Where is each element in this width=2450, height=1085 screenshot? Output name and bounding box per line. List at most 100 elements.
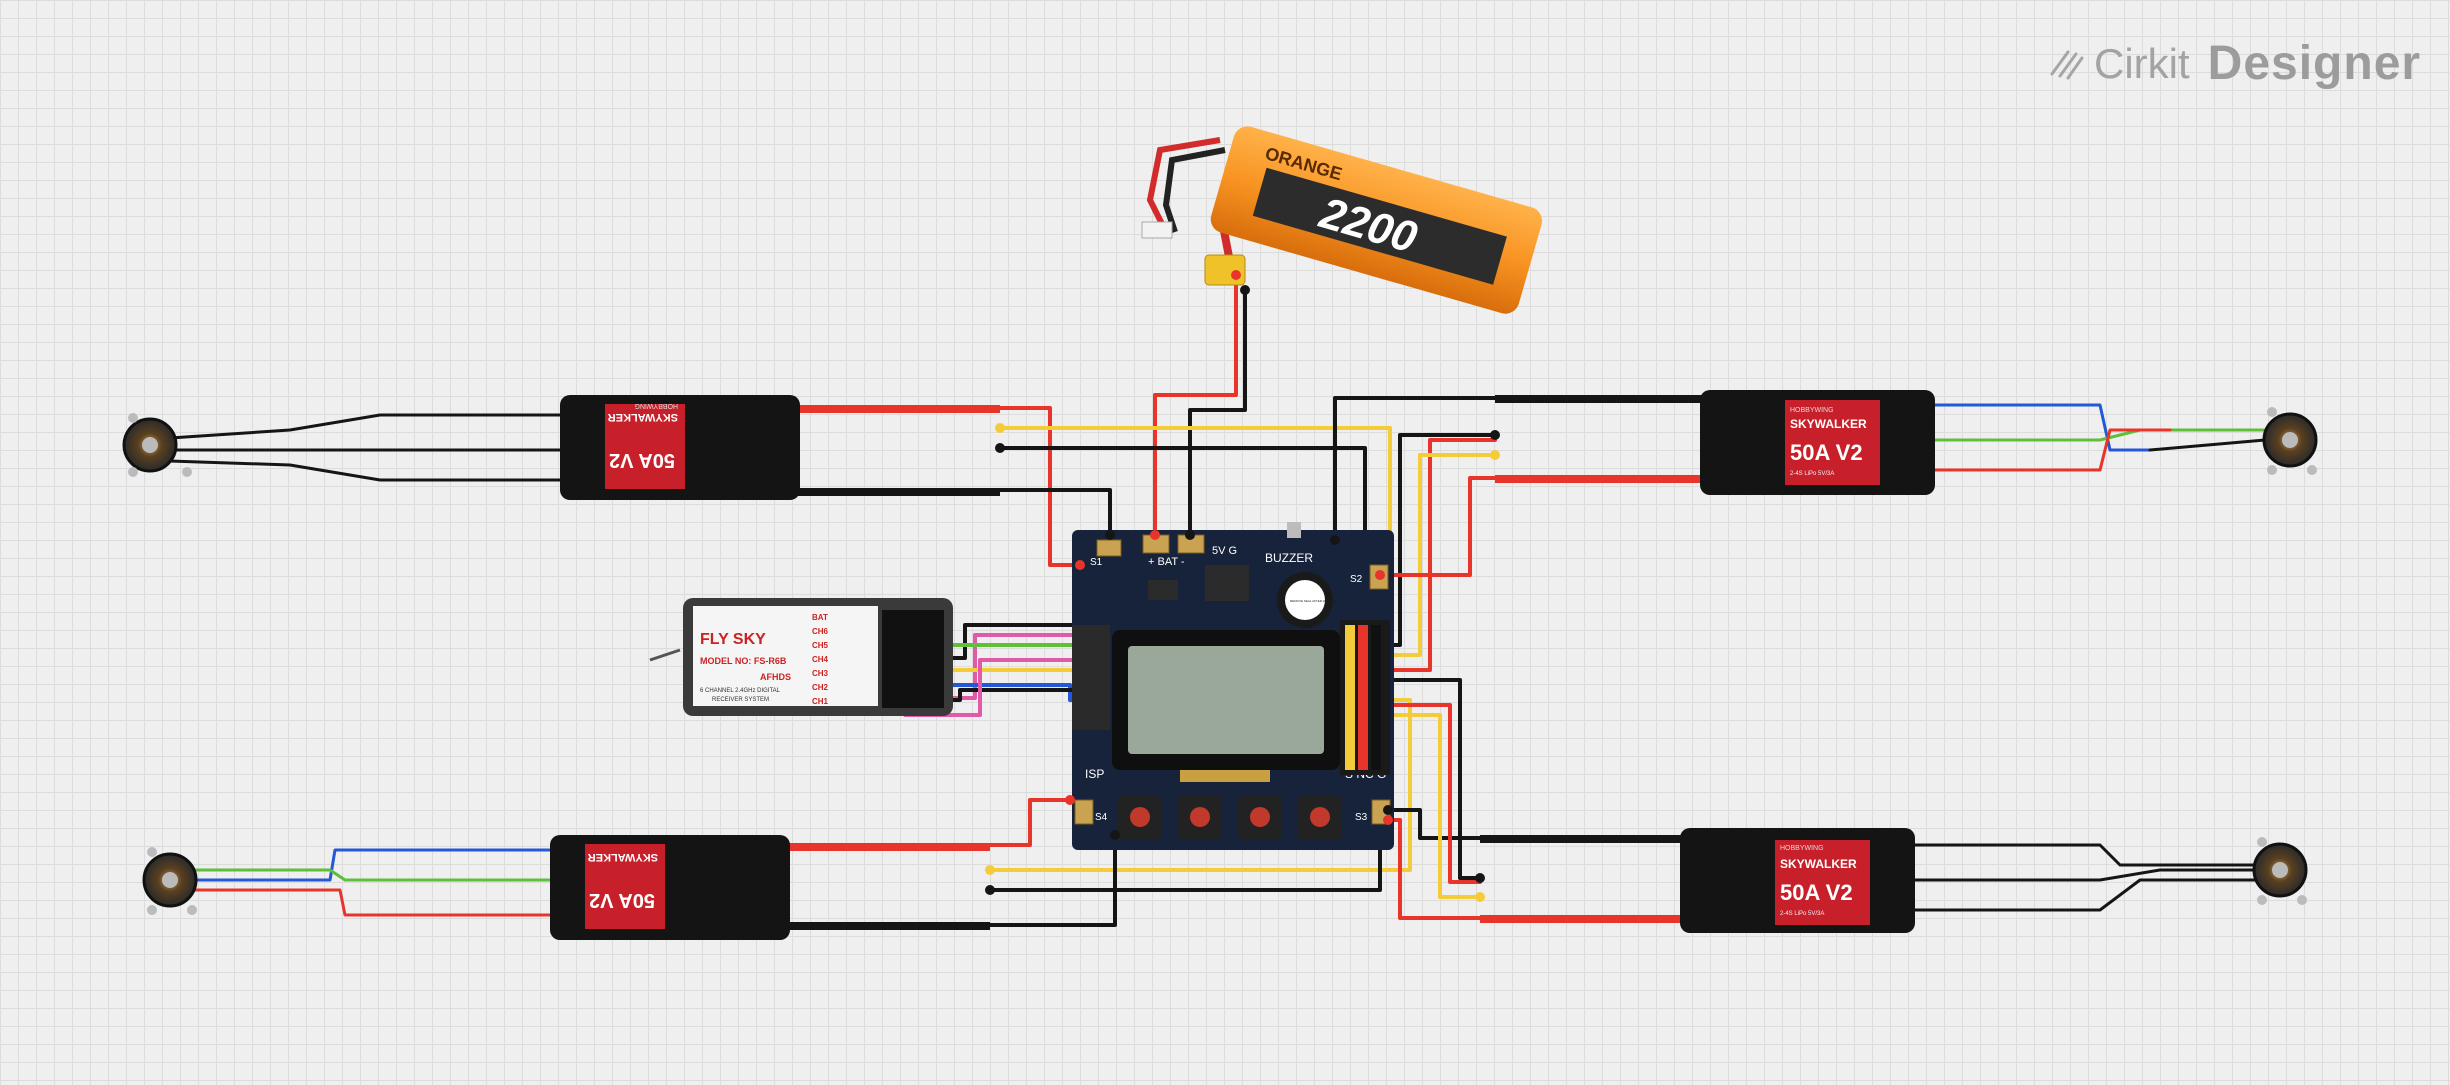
esc-br-spec: 2-4S LiPo 5V/3A: [1780, 911, 1824, 917]
receiver-model: MODEL NO: FS-R6B: [700, 656, 787, 666]
esc-br-model: 50A V2: [1780, 880, 1853, 905]
ch-1: CH1: [812, 697, 829, 706]
esc-bl-power-black: [780, 922, 990, 930]
switch: [1287, 522, 1301, 538]
esc-br-power-red: [1480, 915, 1690, 923]
ch-5: CH5: [812, 641, 829, 650]
esc-tr-power-black: [1495, 395, 1705, 403]
left-header: [1072, 625, 1110, 730]
wire-motor-tr-green: [1933, 428, 2267, 442]
lipo-battery[interactable]: 2200 ORANGE: [1141, 123, 1545, 317]
wire-motor-bl-red: [168, 888, 552, 917]
wire-esc-tr-red2: [1378, 476, 1497, 577]
wire-motor-bl-green: [168, 868, 552, 882]
buzzer-sticker-text: REMOVE SEAL AFTER WASHING: [1290, 599, 1338, 603]
battery-balance-lead-black: [1162, 147, 1226, 233]
wire-esc-bl-red: [988, 798, 1072, 847]
ch-3: CH3: [812, 669, 829, 678]
esc-tr-label: [1785, 400, 1880, 485]
wire-motor-br-b: [1908, 868, 2272, 882]
wire-bat-black: [1188, 288, 1247, 537]
label-s3: S3: [1355, 812, 1368, 823]
receiver-channel-labels: BAT CH6 CH5 CH4 CH3 CH2 CH1: [812, 613, 829, 706]
wire-motor-tl-c: [138, 458, 562, 482]
wire-motor-tl-a: [138, 413, 562, 442]
esc-br-power-black: [1480, 835, 1690, 843]
mcu-chip: [1205, 565, 1249, 601]
wire-motor-tr-x: [2148, 438, 2267, 452]
cirkit-logo-icon: [2050, 50, 2084, 79]
label-buzzer: BUZZER: [1265, 551, 1313, 565]
esc-bl-power-red: [780, 843, 990, 851]
wire-esc-br-red: [1353, 703, 1482, 884]
wire-motor-bl-blue: [168, 848, 552, 882]
wire-motor-br-a: [1908, 843, 2272, 867]
esc-tl-label: [605, 404, 685, 489]
button-4[interactable]: [1298, 795, 1342, 839]
label-s2: S2: [1350, 574, 1363, 585]
wire-esc-tl-black2: [998, 488, 1112, 537]
motor-bottom-right[interactable]: [2252, 837, 2308, 905]
receiver-brand: FLY SKY: [700, 631, 766, 648]
esc-tl-maker: HOBBYWING: [634, 402, 678, 409]
wire-esc-tl-red: [998, 406, 1082, 567]
esc-tr-model: 50A V2: [1790, 440, 1863, 465]
esc-tl-model: 50A V2: [609, 449, 675, 471]
xt60-connector: [1204, 254, 1246, 286]
battery-label-strip: [1252, 167, 1507, 285]
label-s1: S1: [1090, 557, 1103, 568]
button-1[interactable]: [1118, 795, 1162, 839]
wire-esc-br-yellow: [1353, 713, 1482, 899]
motor-top-left[interactable]: [122, 413, 192, 477]
receiver-pin-block: [882, 610, 944, 708]
wire-motor-br-c: [1908, 878, 2272, 912]
label-5v: 5V G: [1212, 545, 1237, 557]
esc-bottom-left[interactable]: 50A V2 SKYWALKER: [550, 835, 990, 940]
fc-pads: [1074, 534, 1391, 825]
esc-bl-label: [585, 844, 665, 929]
ch-4: CH4: [812, 655, 829, 664]
pad-s4: [1074, 799, 1094, 825]
buzzer-sticker: [1285, 580, 1325, 620]
esc-top-right[interactable]: SKYWALKER 50A V2 HOBBYWING 2-4S LiPo 5V/…: [1495, 390, 1935, 495]
pad-s1: [1096, 539, 1122, 557]
small-chip-1: [1148, 580, 1178, 600]
esc-tr-maker: HOBBYWING: [1790, 407, 1834, 414]
wire-motor-tr-red: [1933, 428, 2172, 472]
wire-esc-br-black: [1353, 678, 1482, 880]
receiver-label: [693, 606, 878, 706]
esc-top-left[interactable]: 50A V2 SKYWALKER HOBBYWING: [560, 395, 1000, 500]
button-3[interactable]: [1238, 795, 1282, 839]
wire-esc-bl-black2: [988, 833, 1117, 927]
flysky-receiver[interactable]: FLY SKY MODEL NO: FS-R6B AFHDS 6 CHANNEL…: [649, 598, 953, 716]
cirkit-designer-logo: Cirkit Designer: [2046, 36, 2421, 91]
wire-esc-tr-black-top: [1333, 396, 1497, 542]
wire-motor-tr-blue: [1933, 403, 2152, 452]
esc-tl-power-black: [790, 488, 1000, 496]
wire-bat-red: [1153, 273, 1238, 537]
lcd-ribbon: [1180, 770, 1270, 782]
receiver-afhds: AFHDS: [760, 672, 791, 682]
lcd-screen: [1128, 646, 1324, 754]
button-2[interactable]: [1178, 795, 1222, 839]
right-header-pins: [1340, 620, 1390, 775]
battery-balance-lead-red: [1146, 137, 1221, 232]
receiver-desc2: RECEIVER SYSTEM: [712, 697, 769, 703]
balance-connector: [1141, 221, 1173, 239]
receiver-desc1: 6 CHANNEL 2.4GHz DIGITAL: [700, 688, 781, 694]
esc-tr-brand: SKYWALKER: [1790, 417, 1867, 431]
flight-controller-board[interactable]: S1 + BAT - 5V G BUZZER S2 S4 S3 ISP S NC…: [1072, 522, 1394, 850]
esc-tr-power-red: [1495, 475, 1705, 483]
esc-tr-spec: 2-4S LiPo 5V/3A: [1790, 471, 1834, 477]
junction-dots: [985, 270, 1500, 902]
esc-bottom-right[interactable]: SKYWALKER 50A V2 HOBBYWING 2-4S LiPo 5V/…: [1480, 828, 1915, 933]
wire-esc-br-red2: [1386, 818, 1482, 920]
brand-designer: Designer: [2207, 37, 2422, 90]
motor-top-right[interactable]: [2262, 407, 2318, 475]
esc-tl-brand: SKYWALKER: [608, 411, 678, 423]
fc-buttons: [1118, 795, 1342, 839]
motor-bottom-left[interactable]: [142, 847, 198, 915]
esc-br-brand: SKYWALKER: [1780, 857, 1857, 871]
